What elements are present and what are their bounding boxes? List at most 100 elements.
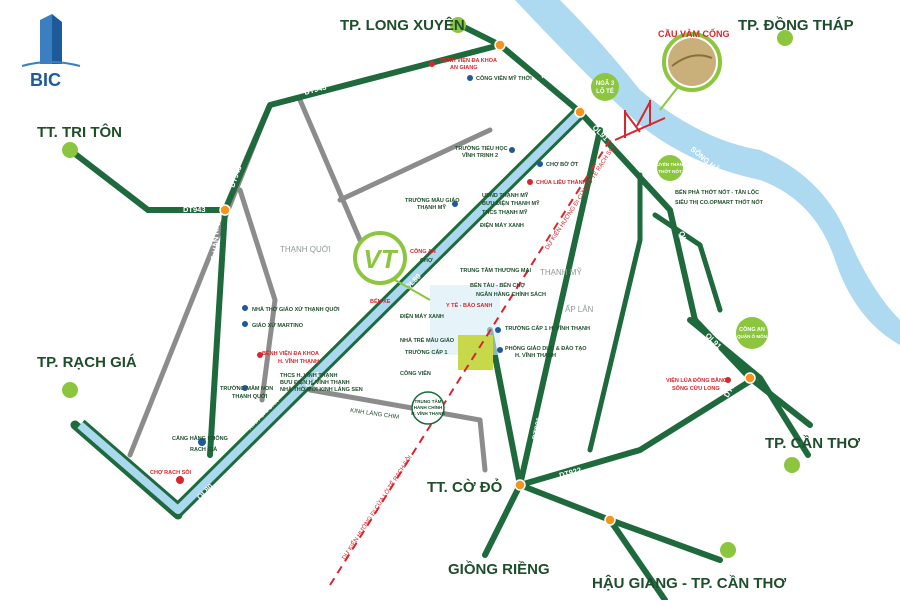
nga3-line2: LỘ TẺ <box>596 87 614 95</box>
park-icon <box>467 75 473 81</box>
dt943-west <box>67 147 151 213</box>
callout-cau-vam-cong: CẦU VÀM CỐNG <box>658 28 730 111</box>
junction-co-do <box>514 479 526 491</box>
grey-road-kinh-lang <box>307 387 483 423</box>
junction-hau-giang <box>604 514 616 526</box>
cong-an-line1: CÔNG AN <box>739 325 765 333</box>
poi-mam-non-thanh-my-2: THẠNH MỸ <box>417 204 446 211</box>
marker-tri-ton <box>62 142 78 158</box>
poi-ben-xe: BẾN XE <box>370 298 391 305</box>
poi-nha-tre-mau-giao: NHÀ TRẺ MẪU GIÁO <box>400 337 455 344</box>
market-icon <box>537 161 543 167</box>
hospital-icon <box>429 61 435 67</box>
poi-y-te-bao-sanh: Y TẾ - BẢO SANH <box>446 302 492 309</box>
inner-road-2 <box>652 212 723 313</box>
dt922-label-b: DT922 <box>654 447 678 460</box>
poi-bv-vinh-thanh-1: BỆNH VIỆN ĐA KHOA <box>262 349 319 357</box>
dt943-label-d: DT943 <box>183 205 206 214</box>
school-icon <box>495 327 501 333</box>
marker-can-tho <box>784 457 800 473</box>
airport-icon <box>198 438 206 446</box>
callout-cong-an-o-mon: CÔNG AN QUẬN Ô MÔN <box>736 317 768 349</box>
poi-ben-tau-ben-cho: BẾN TÀU - BẾN CHỢ <box>470 282 525 289</box>
hospital-icon <box>257 352 263 358</box>
poi-truong-cap-1: TRƯỜNG CẤP 1 <box>405 348 447 356</box>
poi-dien-may-xanh-1: ĐIỆN MÁY XANH <box>480 221 524 229</box>
poi-mam-non-thanh-quoi-1: TRƯỜNG MẦM NON <box>220 384 273 392</box>
junction-long-xuyen <box>494 39 506 51</box>
callout-nga3-lo-te: NGÃ 3 LỘ TẺ <box>591 73 619 101</box>
poi-cong-vien-my-thoi: CÔNG VIÊN MỸ THỚI <box>476 74 532 82</box>
area-thanh-my: THẠNH MỸ <box>540 268 582 277</box>
institute-icon <box>725 377 731 383</box>
poi-cho: CHỢ <box>420 258 433 264</box>
vo-van-kiet-label: Đ. VÕ VĂN KIỆT <box>210 217 221 275</box>
tuyen-thanh-line1: TUYẾN THÀNH <box>654 161 686 167</box>
junction-dt943 <box>219 204 231 216</box>
school-icon <box>509 147 515 153</box>
marker-rach-gia <box>62 382 78 398</box>
poi-bv-an-giang-1: BỆNH VIỆN ĐA KHOA <box>440 56 497 64</box>
kinh-cai-san-water <box>77 109 583 514</box>
poi-nha-tho-lang-sen: NHÀ THỜ MỚI KINH LÁNG SEN <box>280 385 363 393</box>
marker-dong-thap <box>777 30 793 46</box>
dashed-label-right: DỰ KIẾN HƯỚNG ĐI CỬA LỚ TẾ RẠCH SỎI <box>544 144 617 251</box>
dt922-road <box>517 375 758 488</box>
marker-long-xuyen <box>450 17 466 33</box>
city-co-do: TT. CỜ ĐỎ <box>427 478 503 496</box>
grey-road-5 <box>477 417 488 473</box>
poi-mam-non-thanh-my-1: TRƯỜNG MẪU GIÁO <box>405 196 460 204</box>
church-icon <box>242 321 248 327</box>
poi-ben-pha: BẾN PHÀ THỚT NỐT - TÂN LỘC <box>675 188 759 196</box>
poi-bv-an-giang-2: AN GIANG <box>450 65 478 71</box>
poi-nha-tho-giao-xu: NHÀ THỜ GIÁO XỨ THẠNH QUỚI <box>252 305 340 313</box>
market-icon <box>176 476 184 484</box>
bridge-photo <box>668 38 716 86</box>
city-tri-ton: TT. TRI TÔN <box>37 123 122 141</box>
poi-phong-gd-1: PHÒNG GIÁO DỤC & ĐÀO TẠO <box>505 344 587 352</box>
school-icon <box>497 347 503 353</box>
tthc-line2: HÀNH CHÍNH <box>414 403 443 410</box>
poi-truong-vinh-trinh-2: VĨNH TRINH 2 <box>462 152 498 159</box>
tthc-line3: H. VĨNH THẠNH <box>411 410 445 416</box>
poi-cang-hk-2: RẠCH GIÁ <box>190 446 217 453</box>
callout-trung-tam-hanh-chinh: TRUNG TÂM HÀNH CHÍNH H. VĨNH THẠNH <box>411 391 445 425</box>
area-thanh-quoi: THẠNH QUỚI <box>280 245 331 254</box>
kinh-lang-chiem-label: KINH LÁNG CHIM <box>350 407 400 421</box>
pagoda-icon <box>527 179 533 185</box>
poi-icons <box>176 61 731 484</box>
poi-dien-may-xanh-2: ĐIỆN MÁY XANH <box>400 312 444 320</box>
hau-giang-road-2 <box>607 517 668 603</box>
city-markers <box>62 17 800 558</box>
city-can-tho: TP. CẦN THƠ <box>765 435 860 452</box>
poi-phong-gd-2: H. VĨNH THẠNH <box>515 352 556 359</box>
marker-hau-giang <box>720 542 736 558</box>
city-hau-giang: HẬU GIANG - TP. CẦN THƠ <box>592 574 786 592</box>
poi-cong-an: CÔNG AN <box>410 247 436 255</box>
central-park <box>458 335 493 370</box>
poi-vien-lua-2: SÔNG CỬU LONG <box>672 384 720 392</box>
ql91-label-a: QL91 <box>476 14 497 30</box>
poi-labels: BỆNH VIỆN ĐA KHOA AN GIANG CÔNG VIÊN MỸ … <box>150 56 764 476</box>
school-icon <box>242 385 248 391</box>
poi-buu-dien-vinh-thanh: BƯU ĐIỆN H. VĨNH THẠNH <box>280 378 350 386</box>
vt-project-marker: VT <box>353 231 431 301</box>
poi-truong-vinh-trinh-1: TRƯỜNG TIỂU HỌC <box>455 144 508 152</box>
church-icon <box>242 305 248 311</box>
dashed-route <box>329 139 611 586</box>
poi-giao-xu-martino: GIÁO XỨ MARTINO <box>252 322 304 329</box>
poi-mam-non-thanh-quoi-2: THẠNH QUỚI <box>232 392 268 400</box>
bic-tower-icon <box>40 14 52 64</box>
dashed-label-left: DỰ KIẾN HƯỚNG ĐI CỬA LỚ TẾ RẠCH SỎI <box>341 454 414 561</box>
cau-vam-cong-label: CẦU VÀM CỐNG <box>658 28 730 39</box>
school-icon <box>452 201 458 207</box>
poi-ubnd-thanh-my: UBND THẠNH MỸ <box>482 192 529 199</box>
area-ap-lan: ẤP LÂN <box>565 304 594 314</box>
bic-logo-text: BIC <box>30 70 61 90</box>
city-long-xuyen: TP. LONG XUYÊN <box>340 16 465 34</box>
hau-giang-road <box>607 517 723 563</box>
vt-logo-text: VT <box>363 244 398 274</box>
poi-thcs-vinh-thanh: THCS H. VĨNH THẠNH <box>280 372 337 379</box>
